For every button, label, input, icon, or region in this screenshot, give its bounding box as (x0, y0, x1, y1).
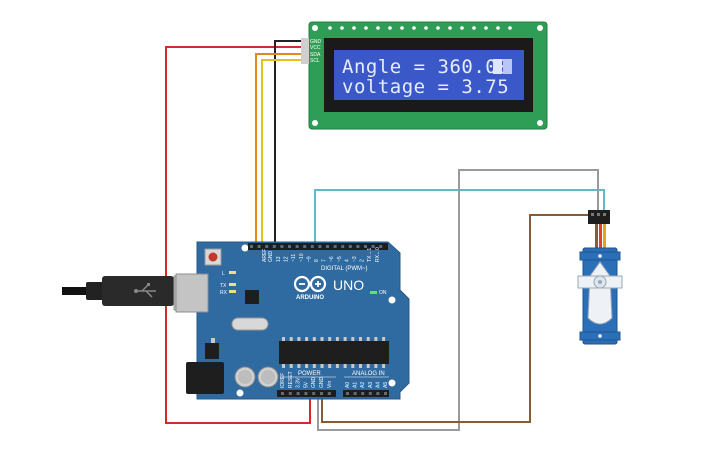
lcd-module[interactable]: Angle = 360.00 voltage = 3.75 GND VCC SD… (301, 21, 548, 130)
digital-pin-label: ~11 (291, 254, 297, 262)
power-pin-label: GND (319, 377, 325, 389)
analog-pin-label: A4 (375, 382, 381, 388)
digital-pin-label: 7 (322, 259, 328, 262)
digital-pin-label: ~10 (299, 253, 305, 262)
digital-header[interactable] (248, 243, 388, 250)
servo-horn-icon (577, 261, 623, 325)
wires (165, 40, 605, 431)
analog-pin-label: A0 (345, 382, 351, 388)
gnd-label-digital: GND (268, 251, 274, 263)
arduino-logo-text: ARDUINO (296, 295, 324, 301)
wire-servo-power-gray[interactable] (317, 169, 599, 431)
digital-pin-label: TX→1 (367, 248, 373, 262)
arduino-logo-icon (293, 275, 327, 293)
digital-label: DIGITAL (PWM~) (321, 266, 368, 272)
lcd-line-1: Angle = 360.00 (342, 56, 509, 78)
led-label-tx: TX (220, 283, 227, 289)
analog-pin-label: A3 (368, 382, 374, 388)
lcd-pin-gnd: GND (310, 39, 322, 45)
power-label: POWER (298, 371, 321, 377)
power-pin-label: GND (311, 377, 317, 389)
analog-pin-label: A2 (360, 382, 366, 388)
power-pin-label: 3.3V (296, 377, 302, 388)
analog-pin-label: A5 (383, 382, 389, 388)
lcd-cursor-block (493, 59, 502, 74)
analog-pin-label: A1 (353, 382, 359, 388)
lcd-header-pads (328, 26, 512, 30)
power-pin-label: IOREF (280, 373, 286, 388)
board-model: UNO (333, 277, 364, 293)
atmega-chip (279, 337, 389, 368)
wire-vcc-red[interactable] (165, 46, 311, 424)
usb-jack (175, 273, 209, 313)
servo-motor[interactable] (577, 210, 623, 345)
wire-gnd-black[interactable] (274, 40, 309, 247)
reset-button[interactable] (204, 248, 222, 266)
digital-pin-label: ~5 (337, 256, 343, 262)
on-label: ON (379, 290, 387, 296)
digital-pin-label: ~3 (352, 256, 358, 262)
power-pin-label: Vin (327, 381, 333, 388)
power-pin-label: 5V (303, 381, 309, 388)
wire-sda-orange[interactable] (255, 53, 309, 247)
power-pin-label: RESET (288, 371, 294, 388)
wire-servo-gnd-brown[interactable] (321, 214, 592, 423)
digital-pin-label: 8 (314, 259, 320, 262)
wire-scl-yellow[interactable] (261, 59, 309, 247)
analog-header[interactable] (343, 390, 389, 397)
lcd-screen (334, 50, 524, 100)
digital-pin-label: 4 (344, 259, 350, 262)
lcd-pin-labels: GND VCC SDA SCL (301, 38, 322, 64)
aref-label: AREF (262, 249, 268, 262)
digital-pin-label: 2 (360, 259, 366, 262)
lcd-pin-scl: SCL (310, 58, 320, 64)
power-header[interactable] (277, 390, 336, 397)
digital-pin-label: RX←0 (375, 247, 381, 262)
power-jack (186, 362, 224, 394)
led-label-rx: RX (220, 290, 228, 296)
analog-label: ANALOG IN (352, 371, 385, 377)
digital-pin-label: ~9 (306, 256, 312, 262)
led-label-l: L (222, 271, 225, 277)
lcd-line-2: voltage = 3.75 (342, 76, 509, 98)
digital-pin-label: ~6 (329, 256, 335, 262)
lcd-pin-sda: SDA (310, 52, 321, 58)
lcd-pin-vcc: VCC (310, 45, 321, 51)
digital-pin-label: 12 (284, 256, 290, 262)
digital-pin-label: 13 (276, 256, 282, 262)
usb-icon (134, 283, 156, 298)
status-leds: L TX RX (220, 271, 236, 296)
